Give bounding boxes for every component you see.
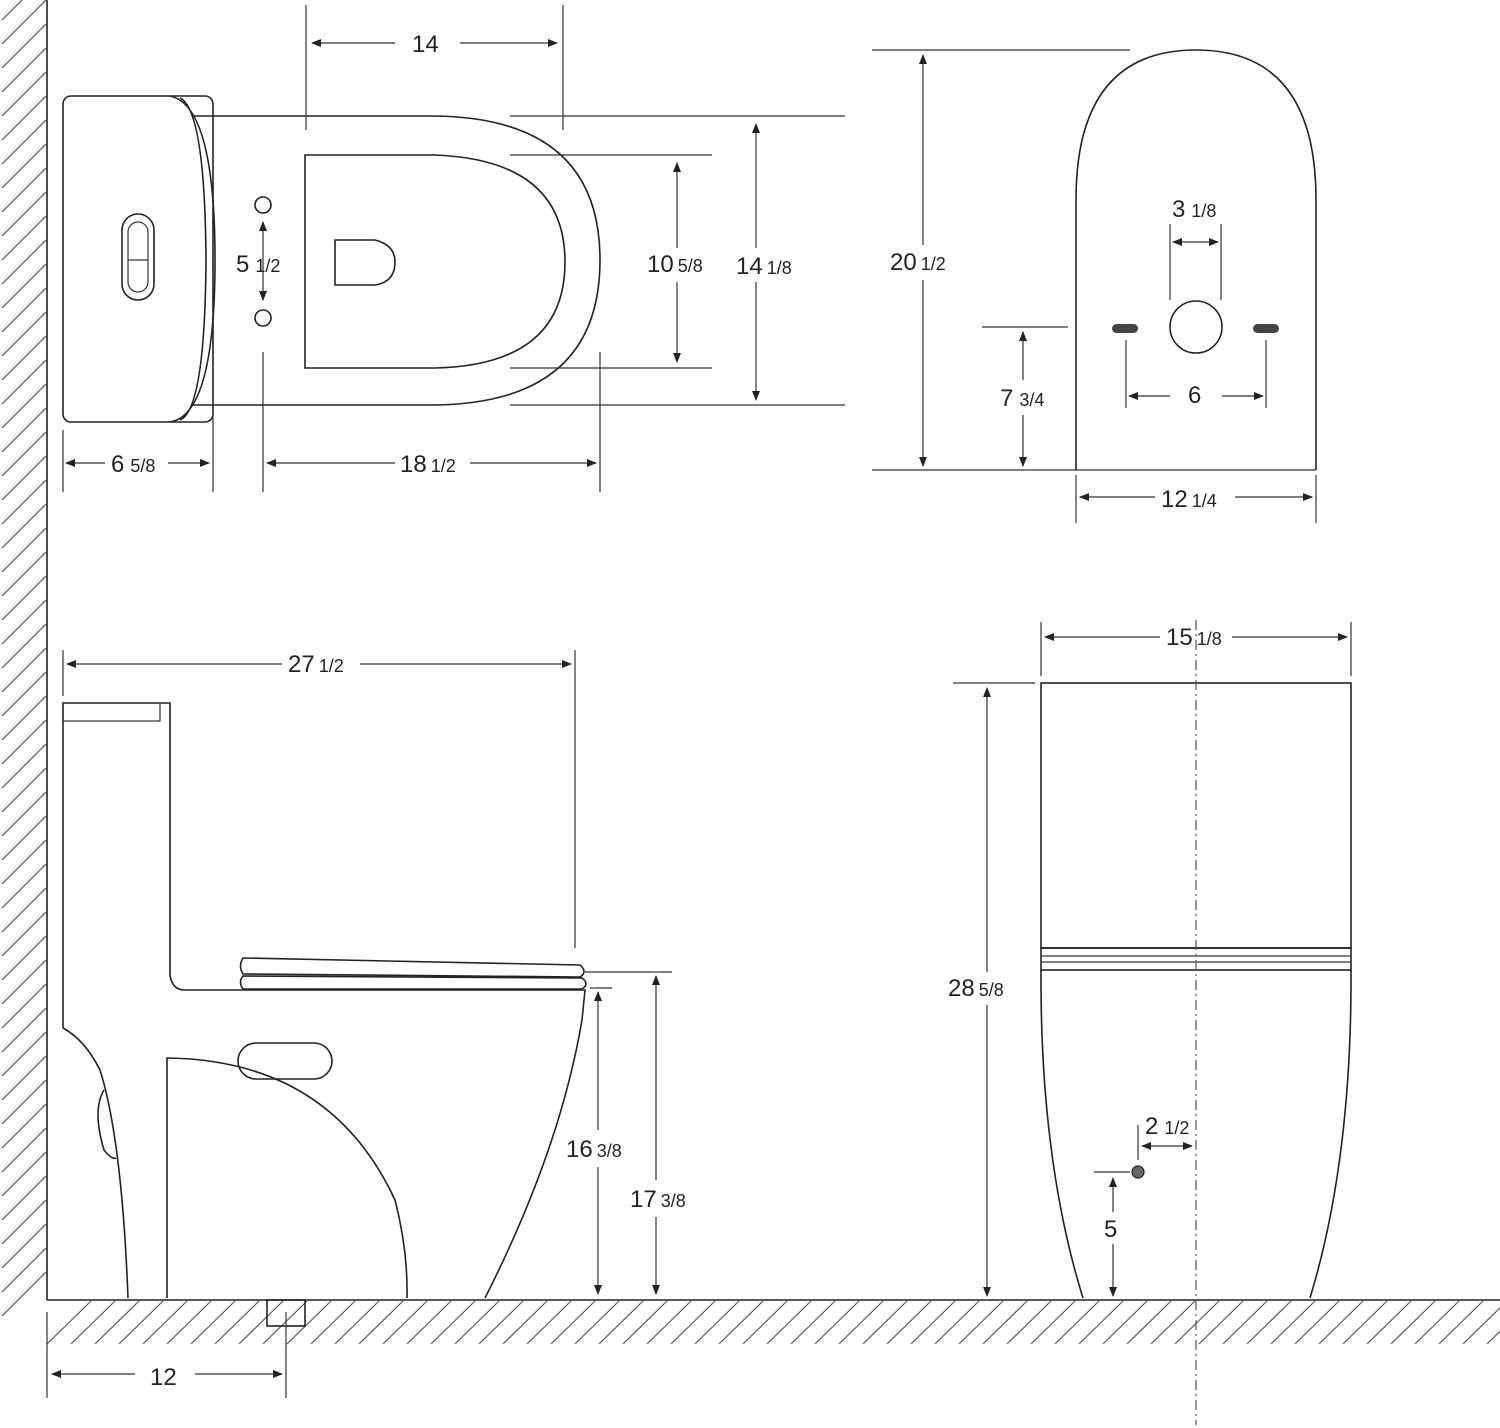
side-opening [237,1042,333,1080]
base-bolt-slot [1253,324,1279,333]
bowl-left-side [1040,969,1084,1299]
trapway-bulge [97,1089,117,1160]
drain-opening [334,239,396,286]
floor [46,1299,1500,1345]
dim-top-width-label: 14 [412,31,439,58]
tank-top [62,95,214,423]
side-body-outline [62,702,586,1299]
seat-lid [239,957,585,978]
base-outline [1075,49,1317,470]
dim-supply-height-label: 5 [1104,1216,1117,1243]
dim-base-bolt-spacing-label: 6 [1188,382,1201,409]
seat [239,975,587,990]
flush-button-icon [121,213,155,301]
base-bolt-slot [1112,324,1138,333]
outlet-hole [1169,300,1223,354]
bowl-right-side [1309,969,1352,1299]
bolt-hole [254,196,272,214]
bolt-hole [254,309,272,327]
dim-rough-in-label: 12 [150,1364,177,1391]
wall [0,0,48,1317]
water-supply-point [1131,1165,1145,1179]
